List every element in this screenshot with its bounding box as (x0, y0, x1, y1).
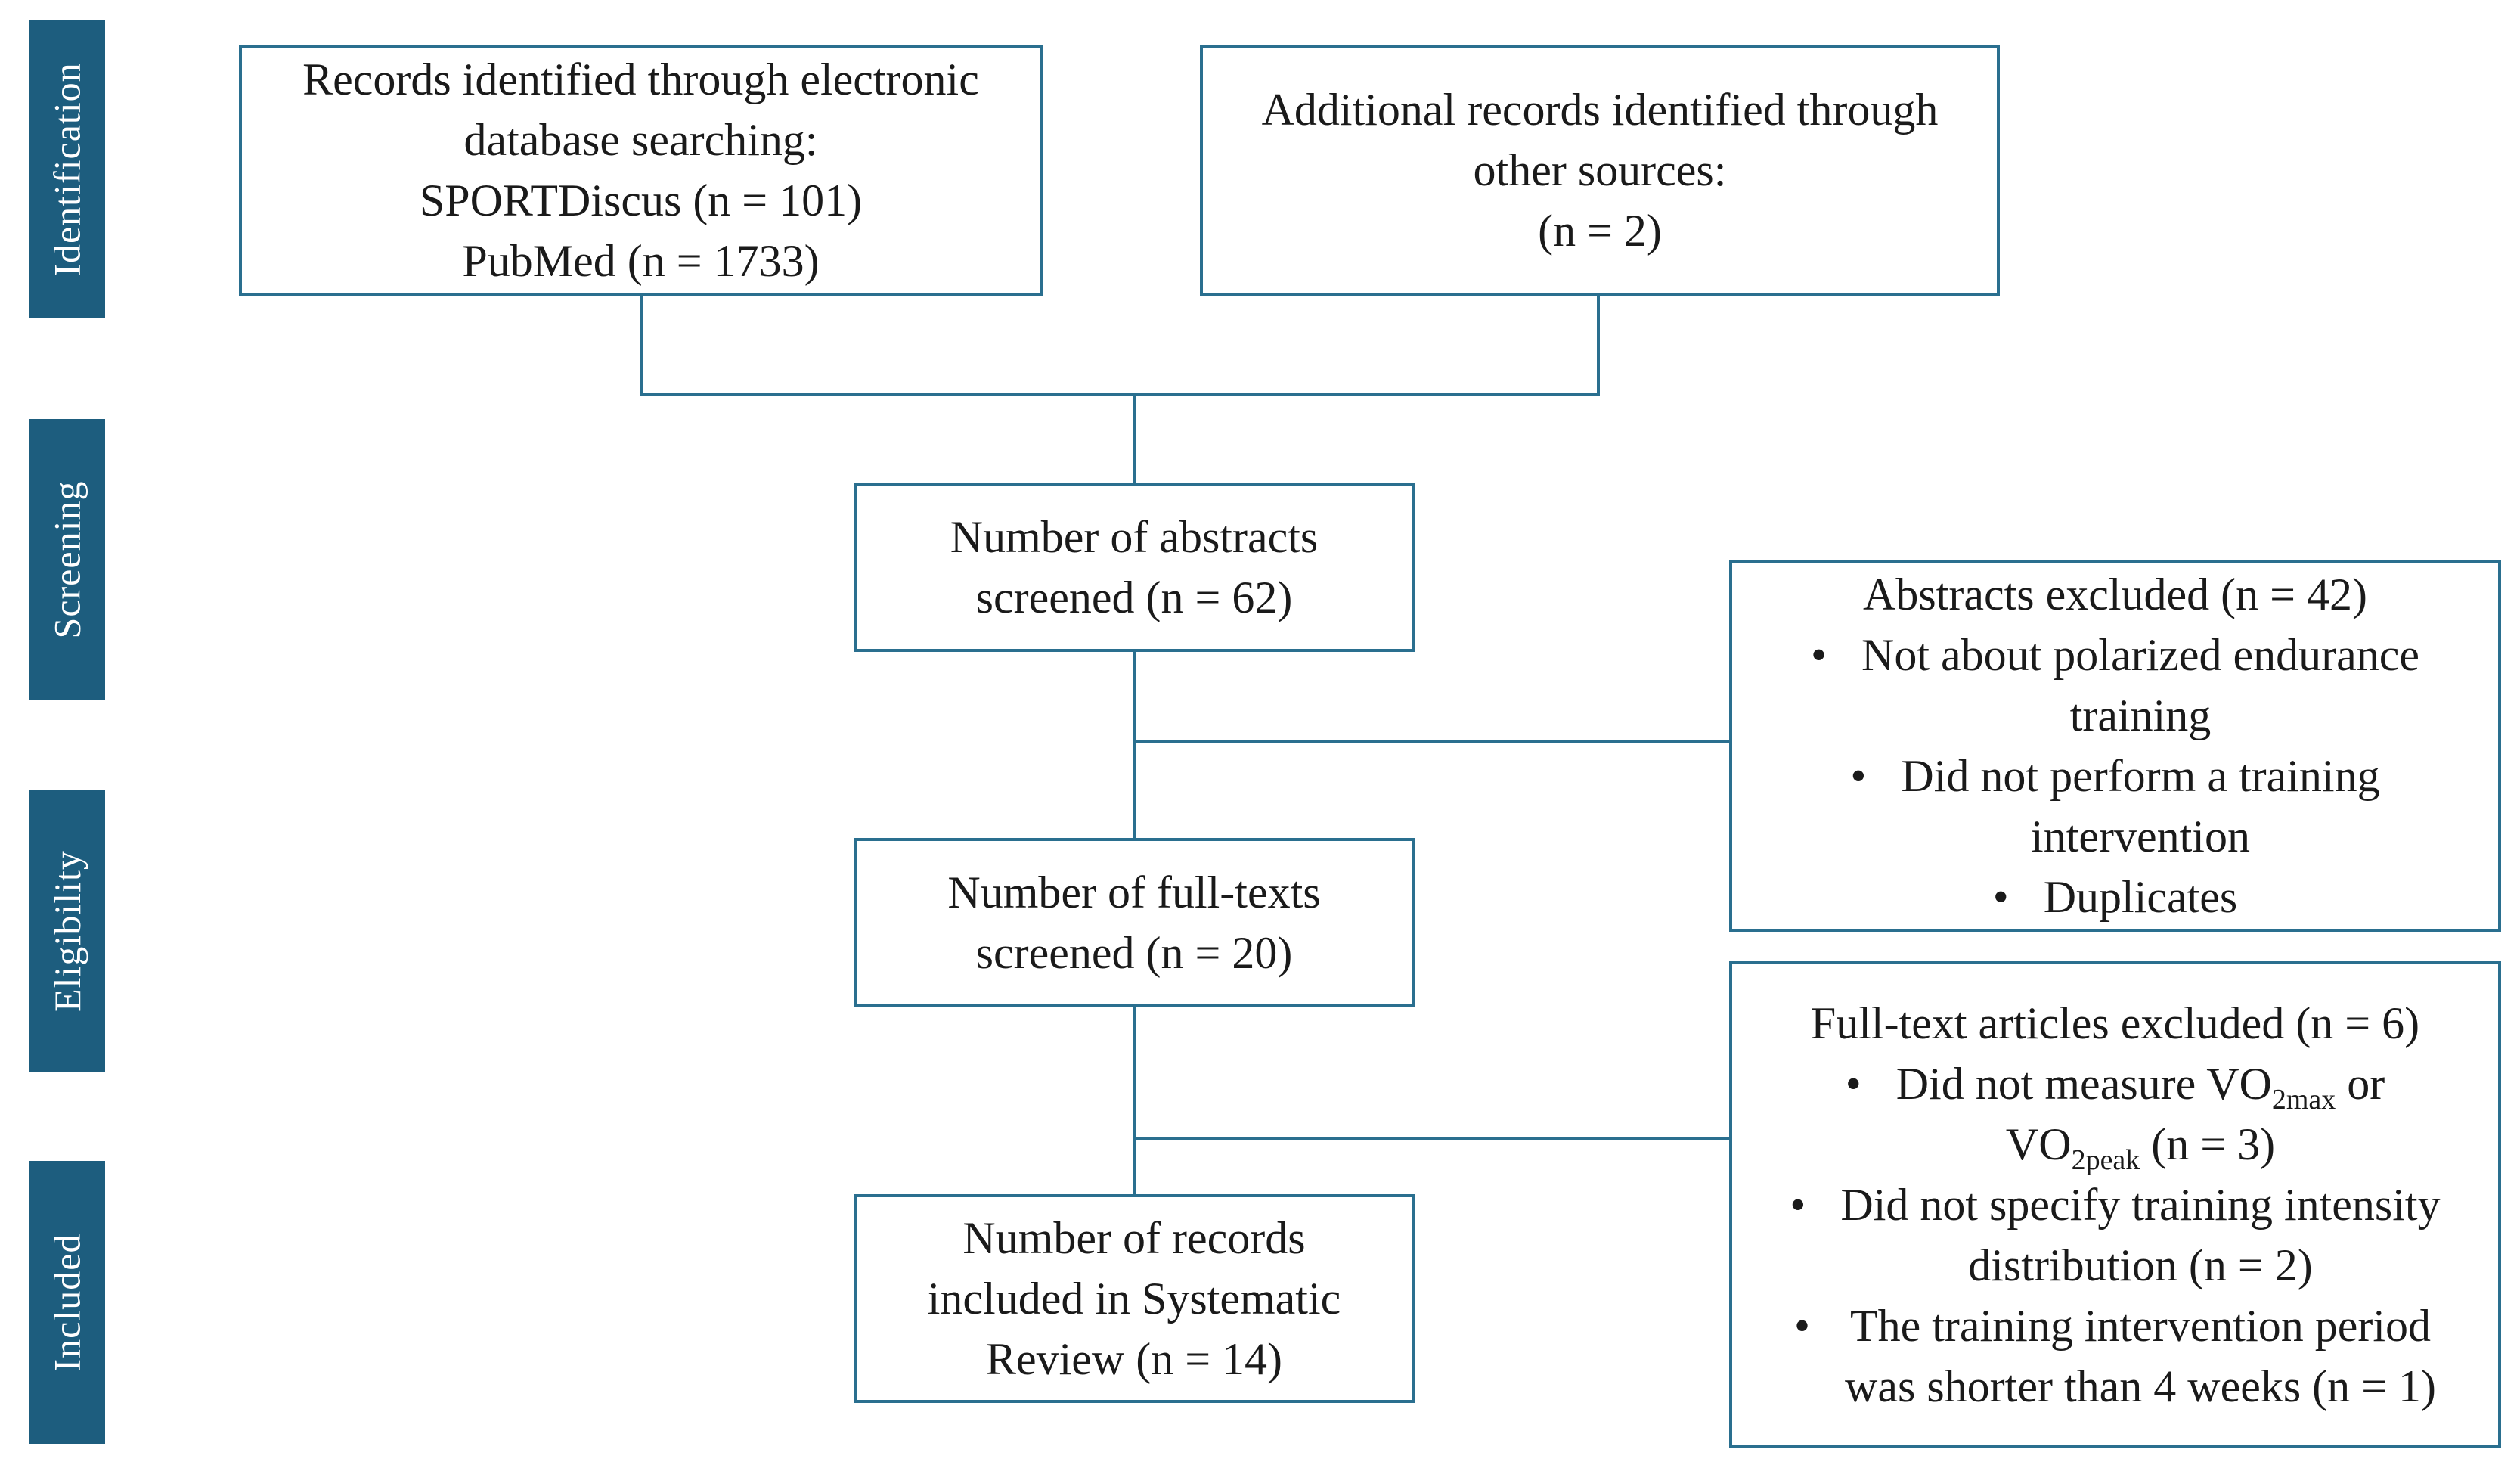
box-abstracts-screened: Number of abstracts screened (n = 62) (854, 483, 1415, 652)
box-database-records: Records identified through electronic da… (239, 45, 1043, 296)
box-included-line-1: Number of records (962, 1213, 1306, 1263)
bullet-icon: • (1850, 751, 1867, 801)
abstracts-excluded-item-2: • Did not perform a training interventio… (1850, 746, 2379, 867)
box-abstracts-excluded: Abstracts excluded (n = 42) • Not about … (1729, 560, 2501, 932)
abstracts-excluded-item-2-line-2: intervention (2031, 812, 2250, 861)
box-abstracts-screened-line-2: screened (n = 62) (975, 573, 1293, 622)
box-fulltexts-screened: Number of full-texts screened (n = 20) (854, 838, 1415, 1007)
box-other-line-2: other sources: (1473, 145, 1727, 195)
fulltexts-excluded-item-3-line-2: was shorter than 4 weeks (n = 1) (1845, 1361, 2436, 1411)
phase-eligibility-text: Eligibility (45, 850, 88, 1012)
fulltexts-excluded-item-2-line-2: distribution (n = 2) (1968, 1240, 2313, 1290)
abstracts-excluded-item-2-line-1: Did not perform a training (1901, 751, 2380, 801)
fulltexts-excluded-item-2-line-1: Did not specify training intensity (1840, 1180, 2441, 1230)
connector-merge-horizontal (640, 393, 1600, 396)
phase-included-label: Included (29, 1161, 105, 1444)
bullet-icon: • (1992, 872, 2009, 922)
box-database-line-1: Records identified through electronic (302, 54, 979, 104)
fulltexts-excluded-item-3: • The training intervention period was s… (1794, 1296, 2436, 1417)
box-records-included: Number of records included in Systematic… (854, 1194, 1415, 1403)
box-fulltexts-screened-line-1: Number of full-texts (947, 867, 1321, 917)
abstracts-excluded-item-1-line-2: training (2069, 691, 2212, 740)
phase-eligibility-label: Eligibility (29, 790, 105, 1072)
fulltexts-excluded-item-1-line-2: VO2peak (n = 3) (2005, 1119, 2276, 1176)
connector-other-down (1597, 295, 1600, 396)
abstracts-excluded-title: Abstracts excluded (n = 42) (1863, 569, 2367, 619)
box-database-line-2: database searching: (463, 115, 818, 165)
connector-abstracts-to-fulltexts (1133, 650, 1136, 839)
box-database-line-4: PubMed (n = 1733) (462, 236, 820, 286)
abstracts-excluded-item-3: • Duplicates (1993, 867, 2238, 927)
bullet-icon: • (1790, 1180, 1806, 1230)
connector-database-down (640, 295, 643, 396)
box-other-sources: Additional records identified through ot… (1200, 45, 2000, 296)
abstracts-excluded-item-1-line-1: Not about polarized endurance (1861, 630, 2420, 680)
box-fulltexts-excluded: Full-text articles excluded (n = 6) • Di… (1729, 961, 2501, 1448)
phase-screening-label: Screening (29, 419, 105, 700)
fulltexts-excluded-item-3-line-1: The training intervention period (1849, 1301, 2432, 1351)
phase-screening-text: Screening (45, 480, 88, 639)
box-included-line-2: included in Systematic (927, 1274, 1341, 1324)
fulltexts-excluded-title: Full-text articles excluded (n = 6) (1810, 998, 2420, 1048)
abstracts-excluded-item-1: • Not about polarized endurance training (1811, 625, 2419, 746)
bullet-icon: • (1794, 1301, 1811, 1351)
abstracts-excluded-item-3-line-1: Duplicates (2043, 872, 2238, 922)
fulltexts-excluded-item-1: • Did not measure VO2max or VO2peak (n =… (1846, 1054, 2385, 1175)
bullet-icon: • (1810, 630, 1827, 680)
bullet-icon: • (1845, 1059, 1861, 1109)
box-abstracts-screened-line-1: Number of abstracts (950, 512, 1319, 562)
fulltexts-excluded-item-1-line-1: Did not measure VO2max or (1895, 1059, 2385, 1116)
fulltexts-excluded-item-2: • Did not specify training intensity dis… (1790, 1175, 2440, 1296)
connector-fulltexts-to-included (1133, 1005, 1136, 1196)
box-other-line-3: (n = 2) (1538, 206, 1662, 256)
phase-identification-label: Identification (29, 20, 105, 318)
box-included-line-3: Review (n = 14) (985, 1334, 1283, 1384)
box-fulltexts-screened-line-2: screened (n = 20) (975, 928, 1293, 978)
phase-identification-text: Identification (45, 61, 88, 277)
box-other-line-1: Additional records identified through (1261, 85, 1939, 135)
box-database-line-3: SPORTDiscus (n = 101) (419, 175, 863, 225)
connector-to-abstracts (1133, 393, 1136, 486)
connector-to-fulltexts-excluded (1133, 1137, 1731, 1140)
connector-to-abstracts-excluded (1133, 740, 1731, 743)
phase-included-text: Included (45, 1233, 88, 1372)
